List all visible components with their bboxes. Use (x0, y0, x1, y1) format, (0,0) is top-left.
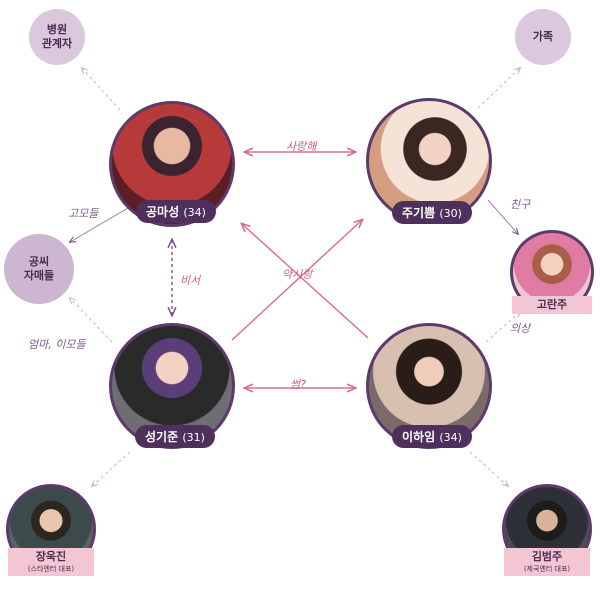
mother-label: 엄마, 이모들 (28, 338, 86, 351)
mother-line (70, 298, 113, 343)
client-line (485, 312, 520, 343)
seonggijun-nameplate: 성기준 (31) (135, 425, 215, 448)
twin-label: 고모들 (68, 207, 99, 220)
jangukjin-name: 장욱진 (35, 550, 67, 563)
gongmaseong-name: 공마성 (146, 205, 180, 219)
friend-label: 친구 (510, 198, 531, 211)
jugippeum-nameplate: 주기쁨 (30) (392, 201, 472, 224)
family-line (477, 68, 520, 109)
gongmaseong-nameplate: 공마성 (34) (136, 200, 216, 223)
hospital-label-line2: 관계자 (41, 37, 73, 50)
seonggijun-name: 성기준 (145, 430, 179, 444)
family-label: 가족 (532, 30, 554, 43)
jangukjin-role: (스타엔터 대표) (27, 565, 75, 573)
jugippeum-name: 주기쁨 (402, 206, 436, 220)
leehaim-age: (34) (439, 431, 462, 444)
secretary-label: 비서 (180, 274, 201, 287)
gimbeomju-role: (제국엔터 대표) (523, 565, 571, 573)
friend-line (487, 199, 518, 234)
jangukjin-tag: 장욱진 (스타엔터 대표) (8, 548, 94, 576)
gimbeomju-line (469, 451, 508, 486)
client-label: 의상 (510, 322, 531, 335)
gimbeomju-name: 김범주 (531, 550, 563, 563)
goranju-name: 고란주 (536, 298, 568, 311)
siblings-bubble: 공씨 자매들 (4, 234, 74, 304)
contract-label: 약시랑 (282, 268, 313, 281)
leehaim-nameplate: 이하임 (34) (392, 425, 472, 448)
siblings-label-line1: 공씨 (28, 255, 50, 268)
hospital-staff-bubble: 병원 관계자 (29, 9, 85, 65)
gongmaseong-age: (34) (183, 206, 206, 219)
gimbeomju-tag: 김범주 (제국엔터 대표) (504, 548, 590, 576)
seonggijun-age: (31) (182, 431, 205, 444)
contract-line-a (231, 220, 362, 341)
love-label: 사랑해 (286, 140, 317, 153)
hospital-line (82, 68, 121, 111)
siblings-label-line2: 자매들 (23, 269, 55, 282)
leehaim-name: 이하임 (402, 430, 436, 444)
hospital-label-line1: 병원 (46, 23, 68, 36)
family-bubble: 가족 (515, 9, 571, 65)
contract-line-b (242, 224, 369, 339)
rivalry-label: 썸? (290, 378, 306, 391)
jangukjin-line (92, 451, 131, 486)
jugippeum-age: (30) (439, 207, 462, 220)
twin-line (70, 207, 129, 242)
goranju-tag: 고란주 (512, 296, 592, 314)
